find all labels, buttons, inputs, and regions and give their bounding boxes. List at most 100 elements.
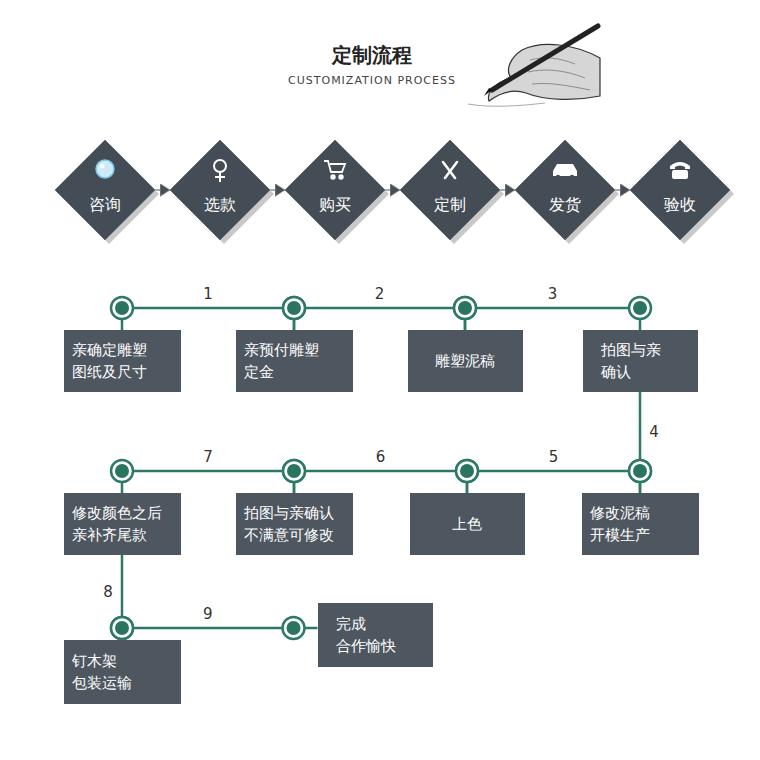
diamond-fill — [630, 140, 730, 240]
step-diamond: 定制 — [400, 140, 500, 240]
car-icon — [553, 164, 577, 179]
diamond-fill — [515, 140, 615, 240]
diamond-shape — [285, 140, 385, 240]
flow-dot — [111, 617, 133, 639]
step-number: 8 — [101, 583, 115, 600]
dot-core — [458, 301, 472, 315]
step-label: 定制 — [434, 195, 466, 214]
step-number: 6 — [374, 449, 388, 466]
box-label: 亲预付雕塑 定金 — [244, 339, 344, 384]
flow-dot — [111, 460, 133, 482]
box-label: 修改泥稿 开模生产 — [590, 502, 690, 547]
step-diamond: 咨询 — [55, 140, 155, 240]
flow-dot — [283, 297, 305, 319]
dot-ring — [456, 460, 478, 482]
dot-core — [458, 301, 472, 315]
dot-ring — [629, 297, 651, 319]
flow-dot — [111, 297, 133, 319]
process-box: 修改颜色之后 亲补齐尾款 — [64, 493, 181, 555]
dot-ring — [283, 460, 305, 482]
flow-line — [122, 471, 294, 493]
step-number: 4 — [647, 423, 661, 440]
dot-core — [633, 301, 647, 315]
flow-dot — [283, 460, 305, 482]
pen — [492, 26, 598, 90]
phone-icon — [670, 162, 690, 179]
step-diamond: 验收 — [630, 140, 730, 240]
process-box: 拍图与亲 确认 — [583, 330, 698, 392]
hand — [488, 44, 600, 101]
step-diamond: 购买 — [285, 140, 385, 240]
box-label: 亲确定雕塑 图纸及尺寸 — [72, 339, 172, 384]
box-label: 修改颜色之后 亲补齐尾款 — [72, 502, 172, 547]
step-number: 2 — [373, 286, 387, 303]
step-number: 1 — [201, 286, 215, 303]
box-label: 完成 合作愉快 — [336, 613, 414, 658]
dot-core — [287, 621, 301, 635]
dot-ring — [454, 297, 476, 319]
process-box: 雕塑泥稿 — [408, 330, 523, 392]
flow-dot — [283, 297, 305, 319]
step-diamond: 发货 — [515, 140, 615, 240]
flow-dot — [283, 617, 305, 639]
step-label: 选款 — [204, 195, 236, 214]
flow-dot — [456, 460, 478, 482]
pen-stroke — [468, 103, 545, 106]
diamond-shape — [55, 140, 155, 240]
dot-core — [287, 301, 301, 315]
dot-core — [115, 464, 129, 478]
dot-ring — [283, 297, 305, 319]
dot-core — [460, 464, 474, 478]
tools-icon — [443, 162, 457, 178]
dot-ring — [111, 617, 133, 639]
dot-ring — [454, 297, 476, 319]
diamond-shape — [400, 140, 500, 240]
process-box: 拍图与亲确认 不满意可修改 — [236, 493, 353, 555]
flow-dot — [629, 460, 651, 482]
female-icon — [214, 160, 226, 182]
diamond-shape — [630, 140, 730, 240]
flow-line — [294, 308, 465, 330]
step-arrow — [385, 189, 400, 191]
box-label: 拍图与亲确认 不满意可修改 — [244, 502, 344, 547]
dot-core — [287, 464, 301, 478]
diamond-fill — [285, 140, 385, 240]
dot-ring — [629, 460, 651, 482]
flow-dot — [283, 460, 305, 482]
step-arrow — [270, 189, 285, 191]
process-box: 亲确定雕塑 图纸及尺寸 — [64, 330, 181, 392]
flow-line — [122, 308, 294, 330]
step-number: 9 — [201, 606, 215, 623]
step-number: 7 — [201, 449, 215, 466]
dot-core — [115, 621, 129, 635]
dot-ring — [629, 460, 651, 482]
dot-core — [633, 464, 647, 478]
flow-line — [467, 471, 640, 493]
step-label: 验收 — [664, 195, 696, 214]
box-label: 上色 — [452, 513, 482, 536]
flow-line — [465, 308, 640, 330]
diamond-fill — [400, 140, 500, 240]
step-diamond: 选款 — [170, 140, 270, 240]
box-label: 雕塑泥稿 — [435, 350, 495, 373]
dot-core — [115, 621, 129, 635]
dot-ring — [111, 617, 133, 639]
flow-dot — [111, 617, 133, 639]
dot-core — [115, 301, 129, 315]
step-number: 3 — [546, 286, 560, 303]
diamond-shape — [515, 140, 615, 240]
step-number: 5 — [547, 449, 561, 466]
dot-ring — [111, 297, 133, 319]
dot-core — [460, 464, 474, 478]
step-label: 购买 — [319, 195, 351, 214]
diamond-fill — [170, 140, 270, 240]
dot-ring — [283, 297, 305, 319]
step-arrow — [615, 189, 630, 191]
hand-with-pen — [468, 26, 600, 106]
dot-core — [287, 464, 301, 478]
process-box: 钉木架 包装运输 — [64, 640, 181, 704]
box-label: 钉木架 包装运输 — [72, 650, 172, 695]
step-label: 咨询 — [89, 195, 121, 214]
dot-ring — [456, 460, 478, 482]
pen-tip — [484, 88, 492, 96]
